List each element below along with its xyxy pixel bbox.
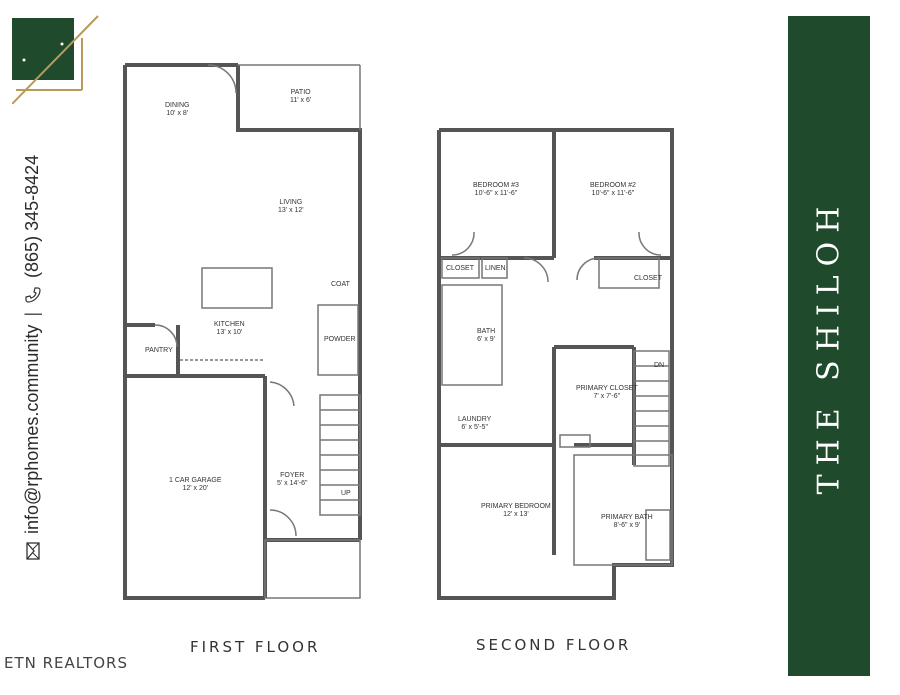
second-floor-plan <box>437 128 674 600</box>
phone-link[interactable]: (865) 345-8424 <box>22 154 42 278</box>
room-powder: POWDER <box>324 336 356 343</box>
first-floor-plan <box>123 63 362 600</box>
room-closet-bed2: CLOSET <box>634 275 663 282</box>
contact-info: info@rphomes.community | (865) 345-8424 <box>22 155 43 560</box>
stairs-up-label: UP <box>341 490 351 497</box>
phone-icon <box>24 286 42 304</box>
community-logo <box>12 15 99 104</box>
first-floor-label: FIRST FLOOR <box>190 638 321 656</box>
room-pantry: PANTRY <box>145 347 173 354</box>
plan-title: THE SHILOH <box>811 197 847 495</box>
stairs-down-label: DN <box>654 362 665 369</box>
title-banner: THE SHILOH <box>788 16 870 676</box>
room-coat: COAT <box>331 281 350 288</box>
email-link[interactable]: info@rphomes.community <box>22 324 42 534</box>
room-linen: LINEN <box>485 265 506 272</box>
realtor-brand: ETN REALTORS <box>4 654 128 672</box>
contact-separator: | <box>22 311 42 317</box>
second-floor-label: SECOND FLOOR <box>476 636 632 654</box>
mail-icon <box>24 542 42 560</box>
room-closet-bed3: CLOSET <box>446 265 475 272</box>
